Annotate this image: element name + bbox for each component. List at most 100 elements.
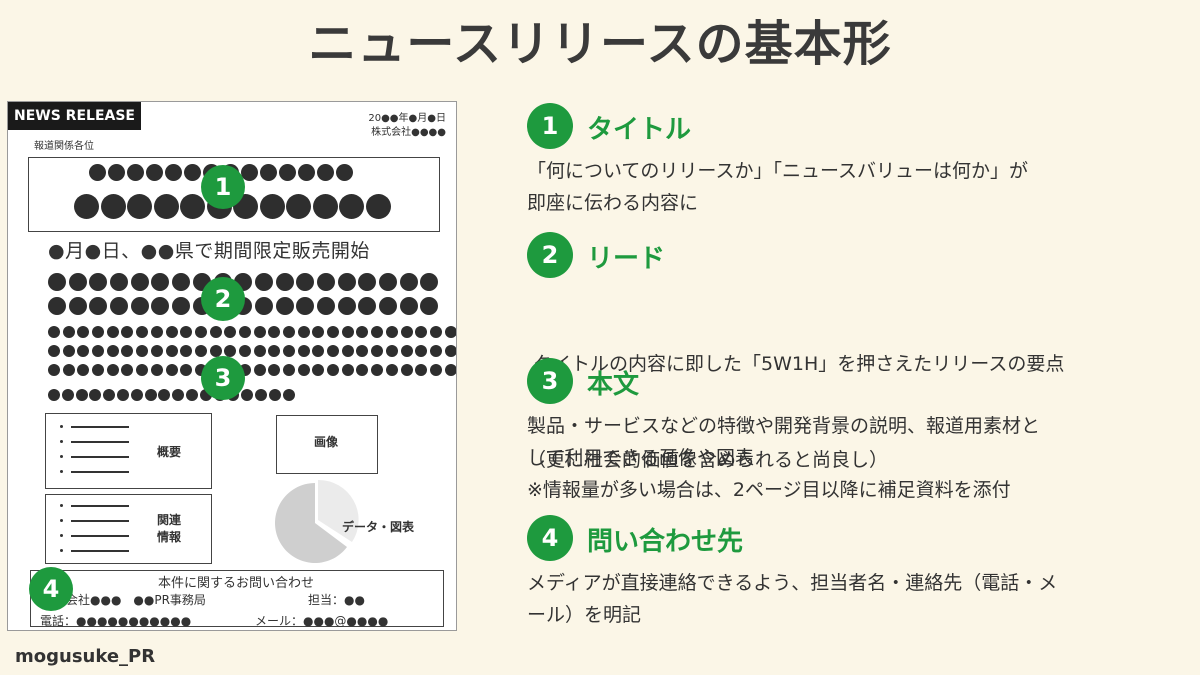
placeholder-dot: [385, 345, 398, 357]
placeholder-dot: [312, 326, 325, 338]
placeholder-dot: [341, 345, 354, 357]
section-line: 即座に伝わる内容に: [527, 192, 699, 214]
placeholder-dot: [275, 297, 294, 315]
placeholder-dot: [136, 345, 149, 357]
placeholder-dot: [336, 164, 353, 181]
placeholder-dot: [337, 273, 356, 291]
placeholder-dot: [68, 273, 87, 291]
placeholder-dot: [379, 273, 397, 291]
news-release-document: NEWS RELEASE 20●●年●月●日 株式会社●●●● 報道関係各位 ●…: [7, 101, 457, 631]
placeholder-dot: [316, 273, 335, 291]
placeholder-dot: [282, 389, 295, 401]
placeholder-dot: [75, 389, 88, 401]
section-line: メディアが直接連絡できるよう、担当者名・連絡先（電話・メ: [527, 572, 1058, 594]
placeholder-dot: [279, 164, 296, 181]
placeholder-dot: [429, 345, 442, 357]
overview-label: 概要: [157, 445, 182, 459]
placeholder-dot: [184, 164, 201, 181]
placeholder-dot: [286, 194, 311, 219]
section-line: して利用できる画像や図表: [527, 447, 755, 469]
section-body: 「何についてのリリースか」「ニュースバリューは何か」が 即座に伝わる内容に: [527, 155, 1028, 219]
placeholder-dot: [172, 389, 185, 401]
bullet-line: [60, 434, 129, 449]
related-info-box: 関連 情報: [45, 494, 212, 564]
document-date: 20●●年●月●日: [368, 113, 446, 124]
bullet-line: [60, 513, 129, 528]
placeholder-dot: [150, 326, 163, 338]
placeholder-dot: [420, 297, 439, 315]
document-subtitle: ●月●日、●●県で期間限定販売開始: [48, 240, 370, 262]
placeholder-dot: [327, 364, 340, 376]
placeholder-dot: [185, 389, 198, 401]
pie-slice-large: [275, 483, 347, 563]
placeholder-dot: [151, 273, 170, 291]
placeholder-dot: [316, 297, 335, 315]
placeholder-dot: [150, 345, 163, 357]
placeholder-dot: [337, 297, 356, 315]
section-heading: 本文: [587, 370, 640, 400]
placeholder-dot: [48, 326, 60, 338]
section-line: ール）を明記: [527, 604, 642, 626]
chart-label: データ・図表: [342, 520, 415, 534]
section-number-badge: 4: [527, 515, 573, 561]
overview-bullets: [60, 419, 129, 479]
placeholder-dot: [371, 326, 384, 338]
body-dots-row-4: [48, 389, 295, 401]
section-number-badge: 3: [527, 358, 573, 404]
placeholder-dot: [358, 273, 377, 291]
placeholder-dot: [238, 326, 251, 338]
document-company: 株式会社●●●●: [371, 127, 446, 138]
placeholder-dot: [268, 345, 281, 357]
placeholder-dot: [296, 273, 315, 291]
bullet-line: [60, 464, 129, 479]
placeholder-dot: [312, 345, 325, 357]
page-title: ニュースリリースの基本形: [308, 16, 892, 72]
bullet-line: [60, 528, 129, 543]
placeholder-dot: [297, 326, 310, 338]
image-box: 画像: [276, 415, 378, 474]
placeholder-dot: [121, 364, 134, 376]
placeholder-dot: [317, 164, 334, 181]
placeholder-dot: [62, 326, 75, 338]
placeholder-dot: [136, 326, 149, 338]
placeholder-dot: [48, 345, 60, 357]
placeholder-dot: [385, 364, 398, 376]
placeholder-dot: [89, 297, 108, 315]
body-dots-row-3: [48, 364, 456, 376]
contact-phone: 電話：●●●●●●●●●●●: [40, 614, 192, 628]
section-number-badge: 2: [527, 232, 573, 278]
news-release-header: NEWS RELEASE: [8, 102, 141, 130]
bullet-line: [60, 449, 129, 464]
placeholder-dot: [298, 164, 315, 181]
author-handle: mogusuke_PR: [15, 646, 156, 667]
section-heading: タイトル: [587, 115, 692, 145]
placeholder-dot: [275, 273, 294, 291]
placeholder-dot: [165, 326, 178, 338]
placeholder-dot: [429, 364, 442, 376]
contact-person: 担当：●●: [308, 593, 365, 607]
section-body: 製品・サービスなどの特徴や開発背景の説明、報道用素材と して利用できる画像や図表…: [527, 410, 1040, 506]
placeholder-dot: [172, 273, 191, 291]
placeholder-dot: [209, 345, 222, 357]
placeholder-dot: [48, 273, 66, 291]
document-date-block: 20●●年●月●日 株式会社●●●●: [368, 112, 446, 140]
placeholder-dot: [100, 194, 126, 219]
placeholder-dot: [180, 345, 193, 357]
placeholder-dot: [116, 389, 129, 401]
contact-box: [30, 570, 444, 627]
placeholder-dot: [150, 364, 163, 376]
pie-chart-graphic: [275, 479, 359, 563]
placeholder-dot: [103, 389, 116, 401]
placeholder-dot: [121, 326, 134, 338]
placeholder-dot: [194, 345, 207, 357]
placeholder-dot: [444, 364, 456, 376]
placeholder-dot: [48, 297, 66, 315]
bullet-line: [60, 543, 129, 558]
placeholder-dot: [327, 345, 340, 357]
placeholder-dot: [77, 326, 90, 338]
placeholder-dot: [92, 326, 105, 338]
bullet-line: [60, 498, 129, 513]
placeholder-dot: [253, 364, 266, 376]
placeholder-dot: [130, 297, 149, 315]
placeholder-dot: [110, 297, 129, 315]
